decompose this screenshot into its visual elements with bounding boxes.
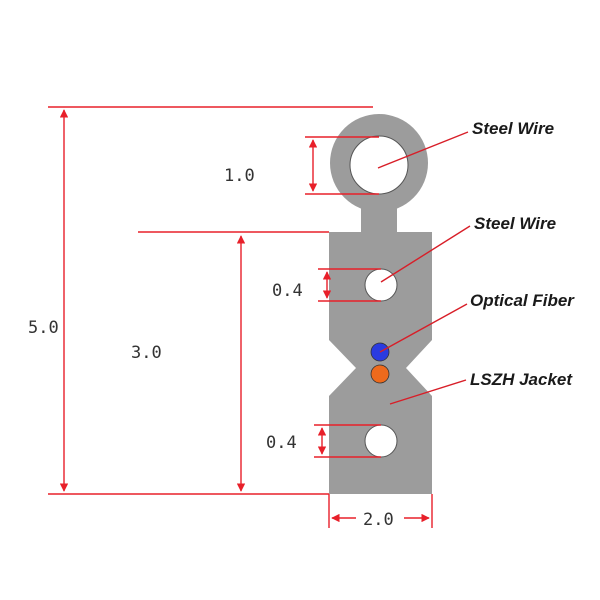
dimension-values: 5.0 3.0 1.0 0.4 0.4 2.0 <box>28 166 394 530</box>
upper-steel-wire <box>364 268 398 302</box>
label-steel-wire: Steel Wire <box>474 214 556 233</box>
messenger-steel-wire <box>349 135 409 195</box>
label-messenger-steel-wire: Steel Wire <box>472 119 554 138</box>
callout-line-jacket <box>389 379 467 405</box>
optical-fiber-orange <box>370 364 390 384</box>
dim-upper-wire: 0.4 <box>272 281 303 301</box>
lower-steel-wire <box>364 424 398 458</box>
callout-line-messenger-wire <box>377 131 469 169</box>
callout-lines <box>377 131 471 405</box>
dim-lower-wire: 0.4 <box>266 433 297 453</box>
dim-total-height: 5.0 <box>28 318 59 338</box>
cable-body <box>329 114 432 494</box>
label-optical-fiber: Optical Fiber <box>470 291 575 310</box>
dim-jacket-width: 2.0 <box>363 510 394 530</box>
label-lszh-jacket: LSZH Jacket <box>470 370 573 389</box>
dim-jacket-height: 3.0 <box>131 343 162 363</box>
dim-messenger-wire: 1.0 <box>224 166 255 186</box>
callout-line-steel-wire <box>380 225 471 283</box>
dimension-lines <box>48 106 433 528</box>
callout-line-optical-fiber <box>379 303 468 353</box>
callout-labels: Steel Wire Steel Wire Optical Fiber LSZH… <box>470 119 575 389</box>
